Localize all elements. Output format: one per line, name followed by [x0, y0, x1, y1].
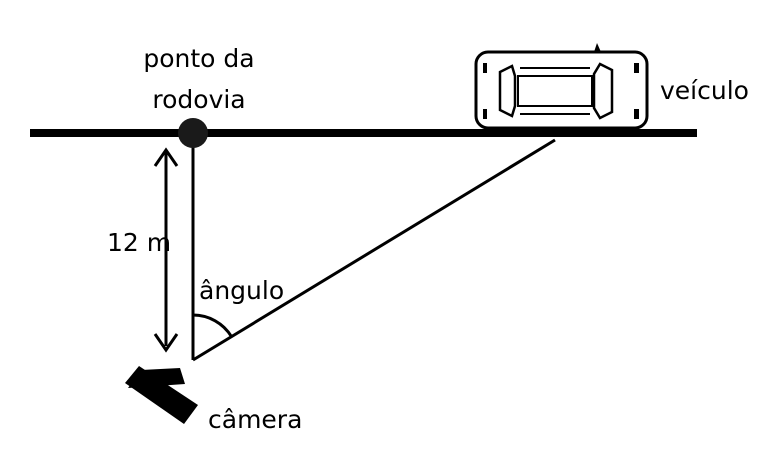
camera-label: câmera	[208, 405, 302, 434]
road-point-dot	[178, 118, 208, 148]
distance-label: 12 m	[107, 228, 171, 257]
road-point-label-line1: ponto da	[143, 44, 254, 73]
camera-icon	[125, 366, 198, 424]
sight-line	[192, 138, 556, 362]
road-point-label-line2: rodovia	[152, 85, 245, 114]
angle-arc	[192, 313, 233, 338]
vehicle-icon	[474, 43, 649, 136]
vehicle-label: veículo	[660, 76, 749, 105]
angle-label: ângulo	[199, 276, 284, 305]
distance-arrow	[153, 147, 179, 353]
